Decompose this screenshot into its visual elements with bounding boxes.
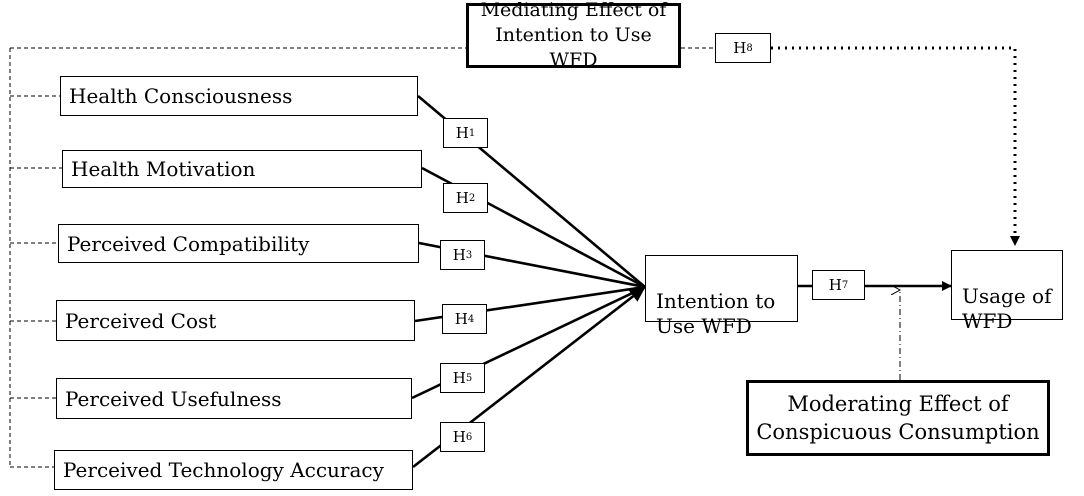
construct-label: Perceived Usefulness: [65, 386, 282, 411]
construct-perceived-usefulness: Perceived Usefulness: [56, 378, 412, 419]
construct-perceived-compatibility: Perceived Compatibility: [58, 224, 419, 263]
construct-label: Perceived Technology Accuracy: [63, 458, 384, 482]
h8-dotted-arrow: [771, 46, 1020, 246]
construct-label: Perceived Cost: [65, 308, 217, 333]
mediating-effect-box: Mediating Effect of Intention to Use WFD: [466, 0, 681, 71]
intention-label: Intention to Use WFD: [656, 289, 776, 338]
construct-perceived-technology-accuracy: Perceived Technology Accuracy: [54, 450, 413, 490]
construct-health-motivation: Health Motivation: [62, 150, 422, 188]
construct-label: Health Consciousness: [69, 84, 293, 108]
usage-label: Usage of WFD: [962, 284, 1052, 333]
construct-health-consciousness: Health Consciousness: [60, 76, 418, 116]
mediating-label: Mediating Effect of Intention to Use WFD: [480, 0, 667, 71]
usage-box: Usage of WFD: [951, 250, 1063, 333]
intention-to-use-box: Intention to Use WFD: [645, 255, 798, 338]
construct-label: Health Motivation: [71, 157, 256, 181]
construct-label: Perceived Compatibility: [67, 231, 310, 256]
moderating-label: Moderating Effect of Conspicuous Consump…: [756, 392, 1040, 444]
moderating-effect-box: Moderating Effect of Conspicuous Consump…: [746, 380, 1050, 456]
construct-perceived-cost: Perceived Cost: [56, 300, 415, 341]
